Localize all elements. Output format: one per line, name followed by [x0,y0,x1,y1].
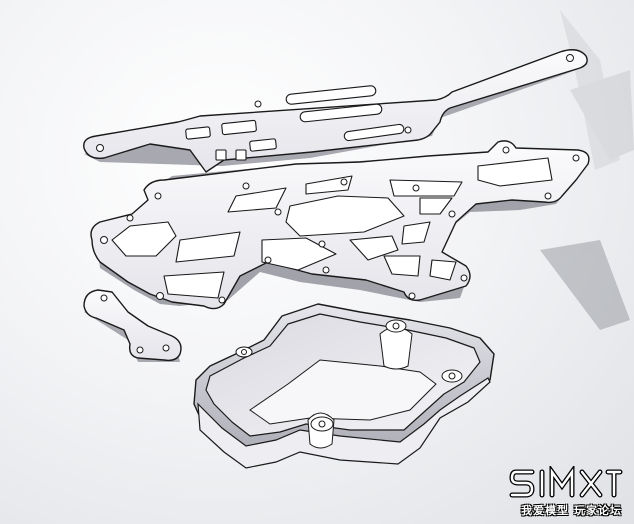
watermark-subtitle: 我爱模型 玩家论坛 [521,504,622,517]
top-plate-arm[interactable] [83,49,588,173]
side-bracket[interactable] [83,289,182,362]
watermark: 我爱模型 玩家论坛 [508,466,626,518]
battery-tray-housing[interactable] [193,303,495,469]
main-frame-plate[interactable] [90,140,590,310]
simx-logo [509,466,623,498]
